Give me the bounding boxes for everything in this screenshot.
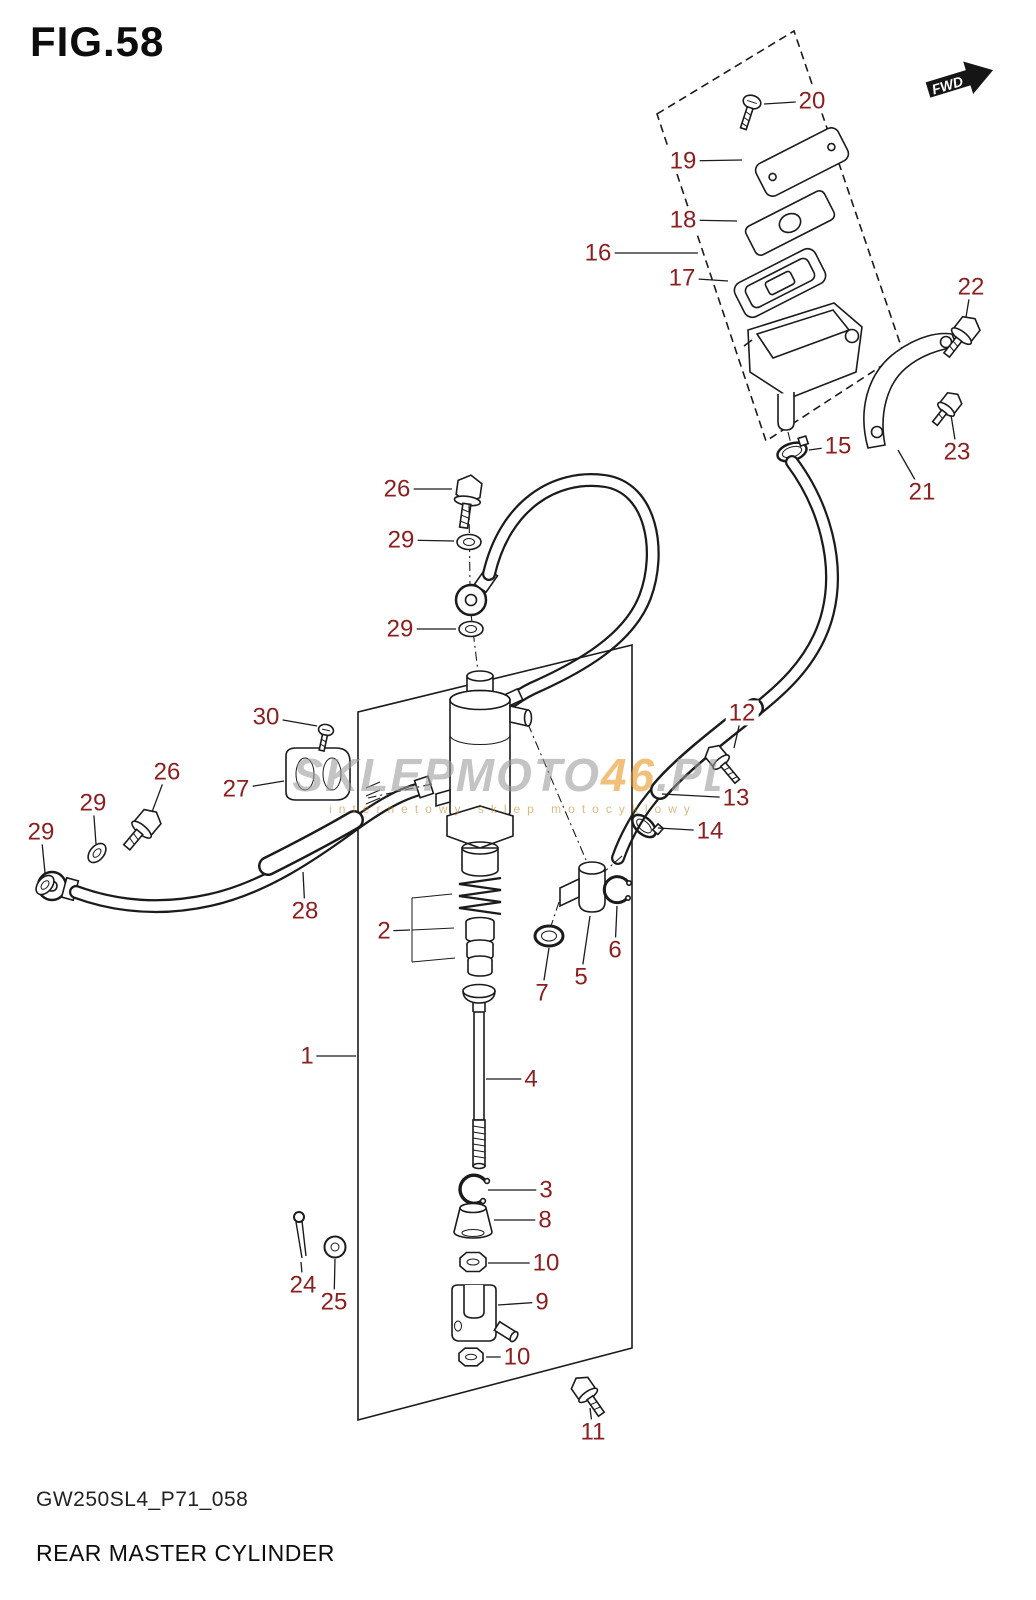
- washer-29-top-2-art: [458, 620, 484, 638]
- callout-18: 18: [666, 207, 700, 233]
- callout-27: 27: [219, 776, 253, 802]
- piston-set-2-art: [411, 876, 502, 977]
- nut-10-lower-art: [458, 1347, 484, 1367]
- hose-clamp-14-art: [631, 813, 665, 839]
- diaphragm-17-art: [733, 247, 827, 319]
- callout-13: 13: [719, 785, 753, 811]
- callout-20: 20: [795, 88, 829, 114]
- elbow-connector-5-art: [550, 855, 623, 927]
- washer-25-art: [323, 1235, 347, 1259]
- callout-6: 6: [605, 937, 625, 963]
- cotter-pin-24-art: [293, 1211, 307, 1259]
- callout-4: 4: [521, 1066, 541, 1092]
- callout-29: 29: [76, 790, 110, 816]
- washer-29-left-1-art: [87, 842, 107, 864]
- callout-22: 22: [954, 274, 988, 300]
- callout-17: 17: [665, 265, 699, 291]
- banjo-bolt-26-top-art: [453, 474, 483, 530]
- callout-21: 21: [905, 479, 939, 505]
- callout-8: 8: [535, 1207, 555, 1233]
- snap-clip-6-art: [602, 875, 632, 905]
- callout-23: 23: [940, 439, 974, 465]
- plate-18-art: [744, 190, 836, 256]
- callout-16: 16: [581, 240, 615, 266]
- callout-15: 15: [821, 433, 855, 459]
- bolt-22-art: [942, 315, 981, 359]
- callout-12: 12: [725, 700, 759, 726]
- clevis-9-art: [451, 1284, 519, 1343]
- boot-8-art: [453, 1202, 493, 1239]
- callout-2: 2: [374, 918, 394, 944]
- callout-9: 9: [532, 1289, 552, 1315]
- figure-code: GW250SL4_P71_058: [36, 1488, 249, 1511]
- callout-29: 29: [24, 819, 58, 845]
- cap-plate-19-art: [754, 127, 850, 197]
- callout-25: 25: [317, 1289, 351, 1315]
- diagram-name: REAR MASTER CYLINDER: [36, 1540, 335, 1566]
- bolt-23-art: [931, 391, 963, 427]
- lower-brake-hose-28-art: [36, 775, 435, 914]
- callout-29: 29: [384, 527, 418, 553]
- figure-title: FIG.58: [30, 18, 165, 65]
- hose-clamp-27-art: [285, 747, 351, 801]
- callout-30: 30: [249, 704, 283, 730]
- master-cylinder-box-art: [357, 643, 633, 1422]
- upper-brake-hose-art: [454, 473, 660, 709]
- callout-26: 26: [150, 759, 184, 785]
- screw-30-art: [317, 723, 335, 753]
- screw-20-art: [739, 94, 762, 131]
- washer-29-left-2-art: [35, 874, 55, 896]
- watermark-part1: SKLEPMOTO: [292, 749, 601, 801]
- callout-1: 1: [297, 1043, 317, 1069]
- watermark-main: SKLEPMOTO46.PL: [278, 748, 748, 802]
- watermark-subtitle: internetowy sklep motocyklowy: [329, 802, 697, 816]
- watermark: SKLEPMOTO46.PL internetowy sklep motocyk…: [278, 748, 748, 816]
- nut-10-upper-art: [459, 1251, 487, 1273]
- reservoir-body-art: [743, 302, 863, 445]
- bolt-11-art: [570, 1376, 606, 1418]
- watermark-accent: 46: [600, 749, 657, 801]
- callout-10: 10: [529, 1250, 563, 1276]
- o-ring-7-art: [533, 924, 565, 948]
- callout-29: 29: [383, 616, 417, 642]
- callout-14: 14: [693, 818, 727, 844]
- callout-5: 5: [571, 964, 591, 990]
- callout-10: 10: [500, 1344, 534, 1370]
- push-rod-4-art: [462, 983, 496, 1170]
- callout-11: 11: [577, 1419, 609, 1445]
- callout-28: 28: [288, 898, 322, 924]
- master-cylinder-body-art: [435, 670, 533, 877]
- washer-29-top-1-art: [456, 533, 482, 551]
- callout-3: 3: [536, 1177, 556, 1203]
- callout-7: 7: [532, 980, 552, 1006]
- callout-24: 24: [286, 1272, 320, 1298]
- watermark-part2: .PL: [656, 749, 734, 801]
- callout-19: 19: [666, 148, 700, 174]
- callout-26: 26: [380, 476, 414, 502]
- screw-12-art: [704, 744, 741, 785]
